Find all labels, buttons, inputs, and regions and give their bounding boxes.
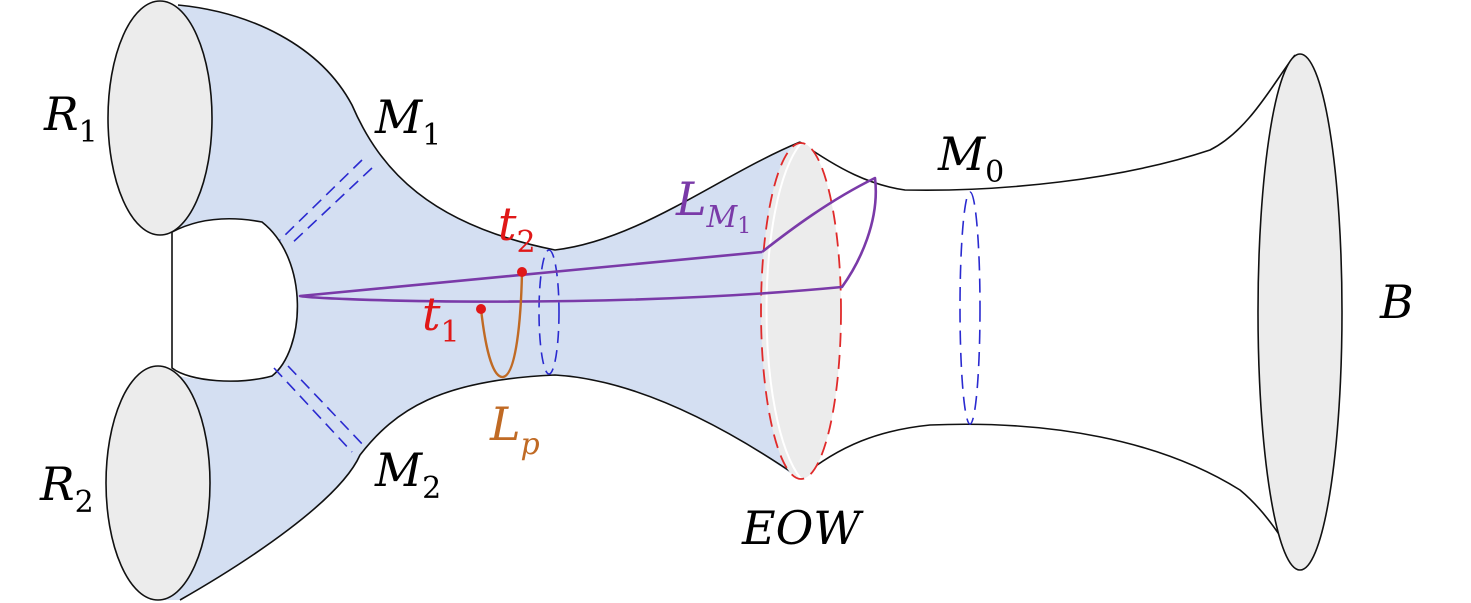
label-M1: M1 [374,90,441,153]
m0-cross-section [959,191,981,425]
outer-outline-top-right [799,54,1296,192]
disk-B [1257,53,1343,571]
label-Lp: Lp [489,397,540,462]
outline-crotch [171,218,299,382]
outer-outline-bottom-right [799,423,1303,569]
disk-R2 [105,365,211,601]
m2-cross-section [273,365,367,453]
label-t2: t2 [498,197,536,260]
curve-Lp [479,271,524,379]
outline-top-left [177,4,801,251]
label-M0: M0 [937,127,1004,190]
eow-dashed-boundary [760,142,842,480]
label-R2: R2 [39,457,94,520]
label-EOW: EOW [741,501,864,555]
m1-cross-section [279,159,373,246]
point-t1 [476,304,486,314]
label-M2: M2 [374,443,441,506]
label-B: B [1379,275,1414,329]
eow-solid-edge [765,142,802,480]
curve-LM1 [298,176,878,303]
point-t2 [517,267,527,277]
label-R1: R1 [43,87,98,150]
throat-cross-section [538,249,560,375]
outline-bottom-left [179,374,801,601]
label-LM1: LM1 [675,172,751,239]
disk-EOW [761,143,841,479]
label-t1: t1 [422,287,460,350]
disk-R1 [107,0,213,236]
